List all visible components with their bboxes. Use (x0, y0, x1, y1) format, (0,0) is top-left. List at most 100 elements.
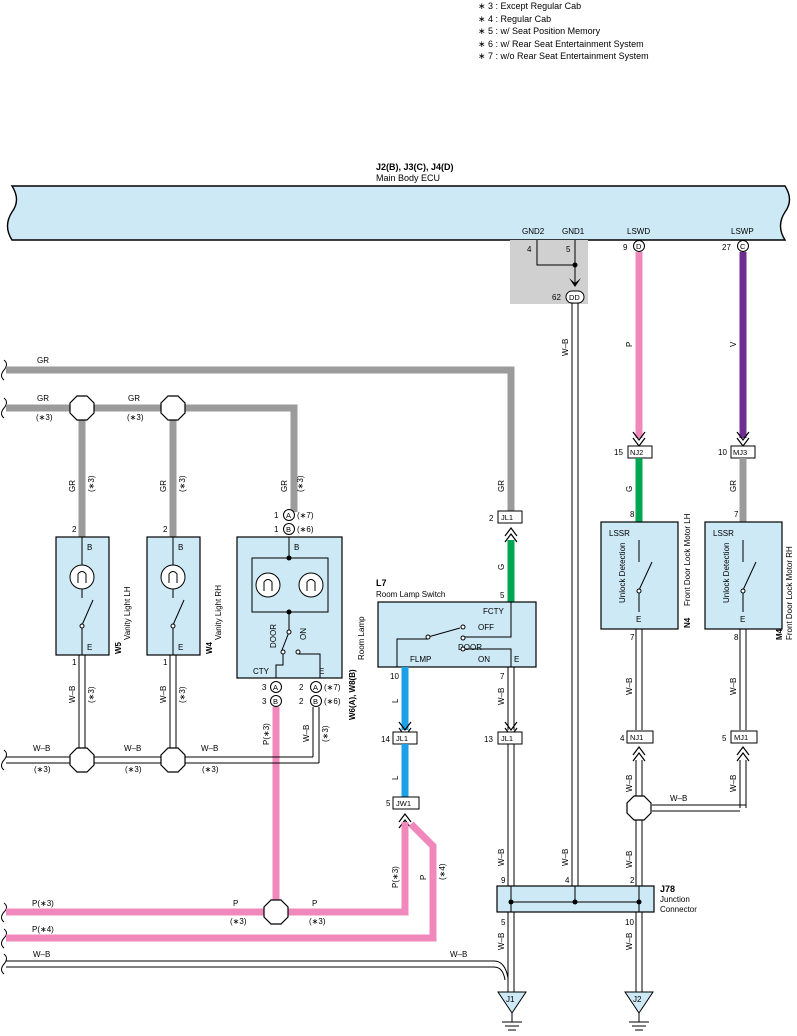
j78-dot-9 (508, 899, 514, 905)
wire-wb-m4 (739, 629, 747, 730)
l7-contact-on (460, 646, 466, 652)
footnote: ∗ 4 : Regular Cab (478, 13, 552, 24)
nj1-num: 4 (620, 734, 625, 743)
gnd-internal-wire (536, 240, 575, 266)
wire-wb-label: W–B (497, 688, 506, 705)
footnote: ∗ 7 : w/o Rear Seat Entertainment System (478, 51, 649, 61)
l7-box (377, 601, 537, 668)
wire-wb-j2 (635, 912, 643, 992)
ground-j2-bars (629, 1013, 649, 1031)
splice-wb-w4 (160, 747, 186, 773)
wire-p3-label: P(∗3) (262, 723, 271, 745)
nj1-label: NJ1 (630, 733, 643, 742)
wire-note-3: (∗3) (296, 475, 305, 492)
ground-j1-symbol (497, 991, 527, 1014)
pin-lswp-label: LSWP (731, 227, 754, 236)
l7-e: E (514, 655, 519, 664)
wire-p4-label: P(∗4) (32, 925, 54, 934)
m4-e: E (740, 615, 745, 624)
w5-pin-top: 2 (72, 525, 77, 534)
w6-top-pin1-note: (∗7) (297, 511, 314, 520)
w6-b: B (294, 543, 299, 552)
jw1-arrow (398, 813, 412, 829)
wire-gr-second (6, 404, 298, 512)
pin-gnd1-label: GND1 (562, 227, 585, 236)
w6-dot-top (286, 555, 292, 561)
wire-gr-label: GR (280, 480, 289, 492)
jw1-num: 5 (386, 799, 391, 808)
l7-pivot (425, 634, 431, 640)
wire-wb-label: W–B (201, 744, 218, 753)
w6-e-pin1-num: 2 (299, 683, 304, 692)
w6-int-cty (275, 654, 284, 678)
w6-filament-right (306, 579, 316, 591)
wire-wb-label: W–B (497, 849, 506, 866)
w6-lamp-right (298, 572, 324, 598)
j78-pin-2: 2 (630, 876, 635, 885)
jl1-top-connector (497, 510, 523, 524)
w6-top-pin1-conn: A (286, 511, 291, 520)
l7-contact-off (460, 624, 466, 630)
jl1-top-arrow (504, 527, 518, 543)
w5-switch (81, 599, 94, 626)
wire-wb-w5 (78, 655, 86, 748)
l7-fcty: FCTY (483, 607, 505, 616)
splice-gr-w5 (69, 395, 95, 421)
wire-note-3: (∗3) (321, 725, 330, 742)
w5-bulb (69, 564, 95, 590)
wire-l-label: L (391, 775, 400, 780)
mj1-label: MJ1 (734, 733, 748, 742)
wire-wb-l7 (507, 667, 515, 730)
wire-wb-label: W–B (33, 950, 50, 959)
w5-id: W5 (114, 641, 123, 654)
l7-flmp: FLMP (410, 655, 431, 664)
w6-top-pin2-circle (283, 523, 295, 535)
wire-wb-label: W–B (450, 950, 467, 959)
pin-gnd2-num: 4 (527, 245, 532, 254)
l7-off: OFF (478, 623, 494, 632)
w6-e-pin2-conn: B (313, 697, 318, 706)
splice-wb-w5 (69, 747, 95, 773)
n4-lssr: LSSR (609, 529, 630, 538)
ecu-name-label: Main Body ECU (376, 173, 440, 183)
j78-dot-4 (572, 899, 578, 905)
wire-p3-label: P(∗3) (32, 899, 54, 908)
wire-note-4: (∗4) (438, 863, 447, 880)
m4-switch (742, 561, 757, 591)
w6-contact-door (280, 649, 286, 655)
wire-wb-mj1-splice (652, 760, 747, 812)
l7-contact-door (460, 635, 466, 641)
jl1-l-num: 14 (381, 735, 390, 744)
w6-door: DOOR (269, 624, 278, 648)
wire-wb-n4 (635, 629, 643, 730)
wire-wb-j1 (507, 912, 515, 992)
wire-wb-label: W–B (497, 933, 506, 950)
m4-id: M4 (775, 628, 784, 640)
wire-wb-label: W–B (561, 849, 570, 866)
j78-pin-4: 4 (565, 876, 570, 885)
n4-pin-bot: 7 (630, 633, 635, 642)
w4-id: W4 (205, 641, 214, 654)
wire-wb-bottom (6, 960, 509, 981)
w5-filament (77, 571, 87, 583)
m4-pin-bot: 8 (734, 633, 739, 642)
w6-on: ON (299, 628, 308, 640)
w6-id: W6(A), W8(B) (348, 669, 357, 720)
wire-wb-jl1-j78 (507, 744, 515, 886)
wire-wb-label: W–B (625, 933, 634, 950)
pin-lswd-num: 9 (623, 243, 628, 252)
wire-p-label: P (312, 899, 317, 908)
gnd-arrow (569, 278, 581, 287)
m4-pin-top: 7 (734, 510, 739, 519)
wire-break-left (1, 902, 7, 923)
wire-note-3: (∗3) (127, 413, 144, 422)
jl1-top-num: 2 (489, 514, 494, 523)
footnote: ∗ 6 : w/ Rear Seat Entertainment System (478, 38, 644, 49)
w6-box (236, 536, 343, 679)
wire-wb-label: W–B (561, 339, 570, 356)
footnote: ∗ 3 : Except Regular Cab (478, 1, 582, 11)
m4-lssr: LSSR (713, 529, 734, 538)
w6-cty: CTY (253, 667, 270, 676)
w6-pivot (286, 629, 292, 635)
wire-wb-label: W–B (625, 851, 634, 868)
